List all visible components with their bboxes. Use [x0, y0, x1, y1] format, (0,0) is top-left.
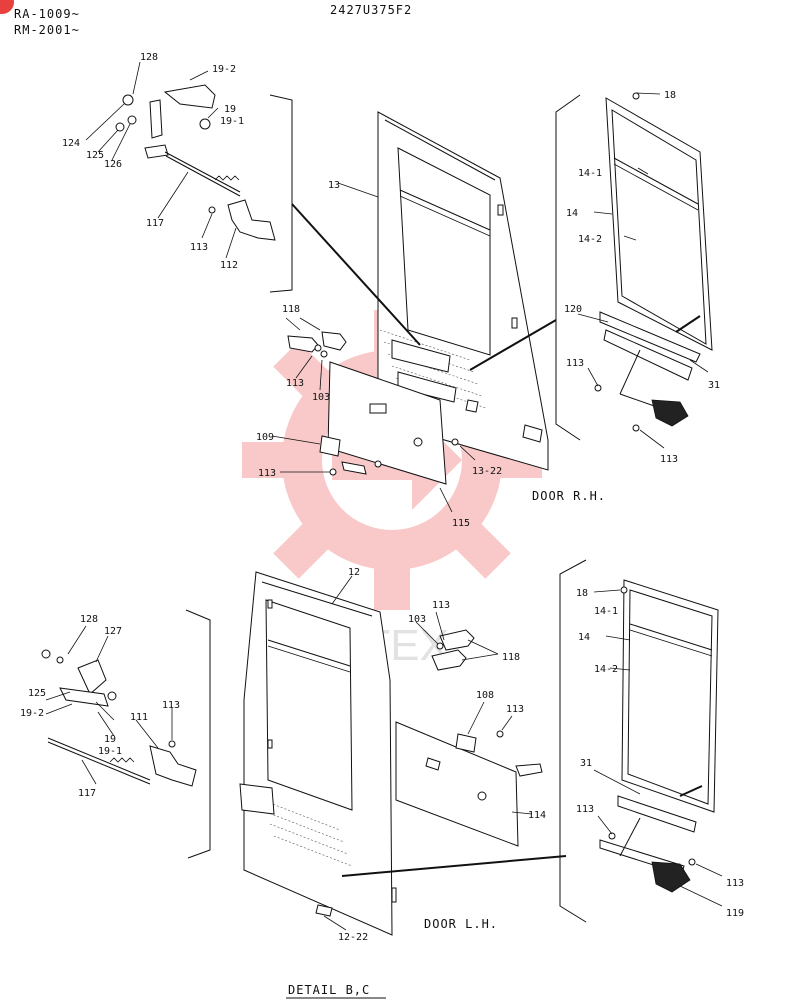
- label-12-22: 12-22: [338, 932, 368, 943]
- label-lh-31: 31: [580, 758, 592, 769]
- label-lh-19-2: 19-2: [20, 708, 44, 719]
- label-117: 117: [146, 218, 164, 229]
- label-128: 128: [140, 52, 158, 63]
- rh-door-panel: [337, 111, 549, 471]
- label-118: 118: [282, 304, 300, 315]
- detail-caption: DETAIL B,C: [288, 983, 370, 997]
- label-lh-117: 117: [78, 788, 96, 799]
- label-120: 120: [564, 304, 582, 315]
- label-lh-113-c: 113: [506, 704, 524, 715]
- label-lh-19: 19: [104, 734, 116, 745]
- rh-window-regulator: [555, 92, 713, 449]
- lh-lock-assembly: [41, 609, 211, 859]
- label-lh-103: 103: [408, 614, 426, 625]
- label-112: 112: [220, 260, 238, 271]
- label-125: 125: [86, 150, 104, 161]
- label-12: 12: [348, 567, 360, 578]
- label-lh-128: 128: [80, 614, 98, 625]
- label-113-d: 113: [566, 358, 584, 369]
- label-108: 108: [476, 690, 494, 701]
- label-113-e: 113: [660, 454, 678, 465]
- lh-inner-handle-group: [395, 611, 543, 847]
- serial-1: RA-1009~: [14, 7, 80, 21]
- label-111: 111: [130, 712, 148, 723]
- label-lh-14-1: 14-1: [594, 606, 618, 617]
- lh-window-regulator: [559, 559, 723, 923]
- label-13-22: 13-22: [472, 466, 502, 477]
- label-114: 114: [528, 810, 546, 821]
- label-127: 127: [104, 626, 122, 637]
- label-lh-113-b: 113: [432, 600, 450, 611]
- label-lh-18: 18: [576, 588, 588, 599]
- doc-number: 2427U375F2: [330, 3, 412, 17]
- rh-detail-connector-left: [291, 203, 421, 346]
- label-14: 14: [566, 208, 578, 219]
- serial-2: RM-2001~: [14, 23, 80, 37]
- label-lh-113-e: 113: [726, 878, 744, 889]
- label-126: 126: [104, 159, 122, 170]
- label-lh-14: 14: [578, 632, 590, 643]
- label-lh-14-2: 14-2: [594, 664, 618, 675]
- label-13: 13: [328, 180, 340, 191]
- label-124: 124: [62, 138, 80, 149]
- door-rh-caption: DOOR R.H.: [532, 489, 606, 503]
- door-lh-caption: DOOR L.H.: [424, 917, 498, 931]
- label-109: 109: [256, 432, 274, 443]
- label-lh-118: 118: [502, 652, 520, 663]
- label-113-b: 113: [286, 378, 304, 389]
- red-corner-badge-icon: [0, 0, 14, 14]
- rh-inner-handle-group: [271, 317, 479, 513]
- label-113: 113: [190, 242, 208, 253]
- label-19-2: 19-2: [212, 64, 236, 75]
- rh-lock-assembly: [85, 61, 293, 293]
- label-lh-19-1: 19-1: [98, 746, 122, 757]
- lh-door-panel: [239, 571, 397, 936]
- label-14-1: 14-1: [578, 168, 602, 179]
- label-31: 31: [708, 380, 720, 391]
- label-115: 115: [452, 518, 470, 529]
- label-lh-113-a: 113: [162, 700, 180, 711]
- label-113-c: 113: [258, 468, 276, 479]
- label-103: 103: [312, 392, 330, 403]
- label-18: 18: [664, 90, 676, 101]
- label-119: 119: [726, 908, 744, 919]
- rh-detail-connector-right: [469, 319, 557, 371]
- label-14-2: 14-2: [578, 234, 602, 245]
- label-19: 19: [224, 104, 236, 115]
- lh-detail-connector: [341, 855, 567, 877]
- label-lh-125: 125: [28, 688, 46, 699]
- label-19-1: 19-1: [220, 116, 244, 127]
- label-lh-113-d: 113: [576, 804, 594, 815]
